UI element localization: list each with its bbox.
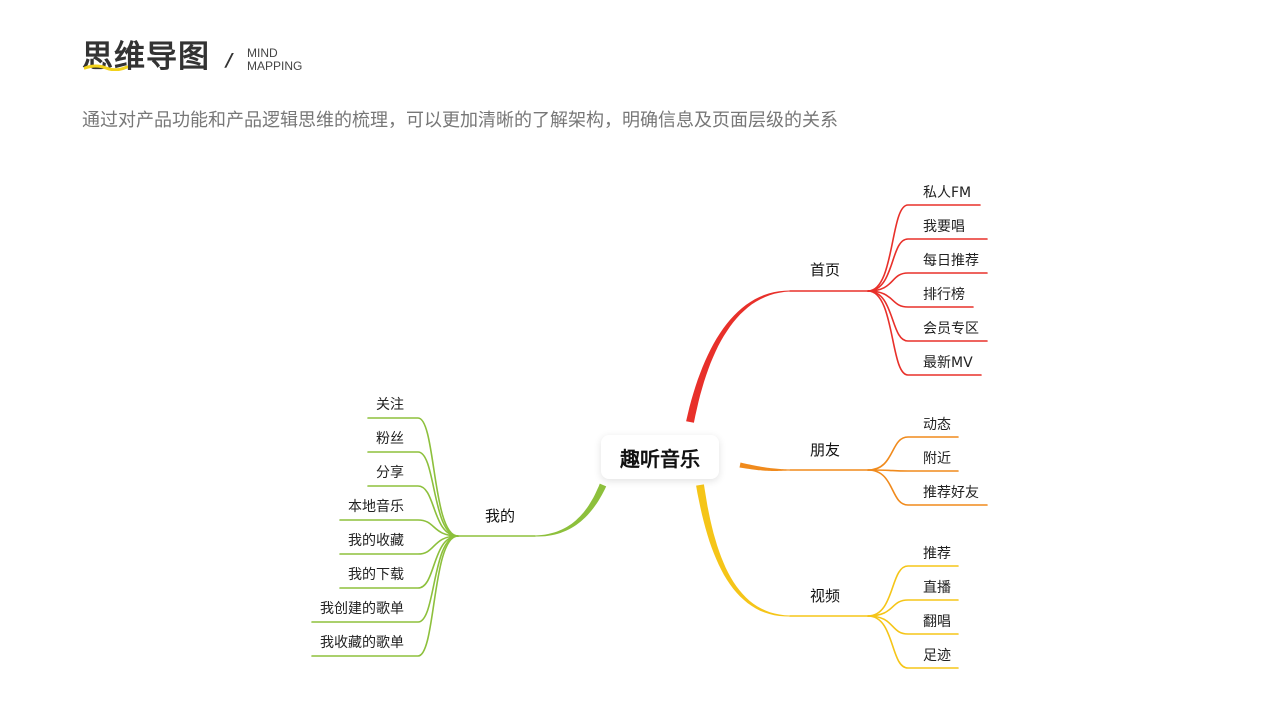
leaf-home-0: 私人FM [923,185,971,201]
leaf-video-3: 足迹 [923,648,951,664]
leaf-mine-line [339,535,459,589]
tag-line-2: MAPPING [247,59,303,73]
leaf-home-5: 最新MV [923,355,973,371]
leaf-mine-line [367,485,459,537]
page-title: 思维导图 [82,39,210,75]
branch-video-connector [696,484,790,617]
leaf-video-1: 直播 [923,579,951,596]
leaf-home-line [867,290,974,308]
leaf-mine-0: 关注 [376,397,404,413]
leaf-home-line [867,272,988,292]
branch-home-label: 首页 [810,261,840,279]
leaf-video-0: 推荐 [923,546,951,562]
branch-video-label: 视频 [810,587,840,605]
leaf-friends-line [867,436,959,471]
leaf-mine-2: 分享 [376,464,404,481]
branch-friends-connector [739,462,790,471]
leaf-friends-1: 附近 [923,451,951,467]
leaf-home-2: 每日推荐 [923,253,979,269]
leaf-home-1: 我要唱 [923,219,965,235]
leaf-friends-2: 推荐好友 [923,485,979,501]
tag-line-1: MIND [247,46,278,60]
leaf-video-line [867,599,959,617]
leaf-video-line [867,615,959,669]
leaf-mine-3: 本地音乐 [348,498,404,515]
branch-mine-connector [535,483,607,537]
title-separator: / [226,50,233,71]
leaf-video-line [867,565,959,617]
leaf-video-2: 翻唱 [923,614,951,630]
leaf-mine-line [311,535,459,657]
leaf-friends-line [867,469,988,506]
leaf-home-line [867,238,988,292]
branch-home-connector [686,290,790,423]
leaf-video-line [867,615,959,635]
leaf-mine-line [367,451,459,537]
branch-friends-label: 朋友 [810,441,840,459]
leaf-home-line [867,290,982,376]
leaf-mine-6: 我创建的歌单 [320,601,404,617]
leaf-mine-7: 我收藏的歌单 [320,635,404,651]
leaf-home-line [867,290,988,342]
leaf-mine-line [367,417,459,537]
leaf-mine-4: 我的收藏 [348,533,404,549]
branch-mine-label: 我的 [485,507,515,525]
leaf-home-3: 排行榜 [923,286,965,303]
leaf-home-line [867,204,981,292]
mindmap-center-node: 趣听音乐 [601,435,719,479]
leaf-friends-line [867,469,959,472]
title-underline-decoration [84,64,128,71]
leaf-mine-line [339,535,459,555]
mind-mapping-tag: MIND MAPPING [247,47,302,73]
leaf-home-4: 会员专区 [923,321,979,337]
leaf-mine-5: 我的下载 [348,567,404,583]
leaf-mine-line [339,519,459,537]
page-subtitle: 通过对产品功能和产品逻辑思维的梳理，可以更加清晰的了解架构，明确信息及页面层级的… [82,110,838,131]
leaf-mine-1: 粉丝 [376,431,404,447]
leaf-friends-0: 动态 [923,417,951,433]
